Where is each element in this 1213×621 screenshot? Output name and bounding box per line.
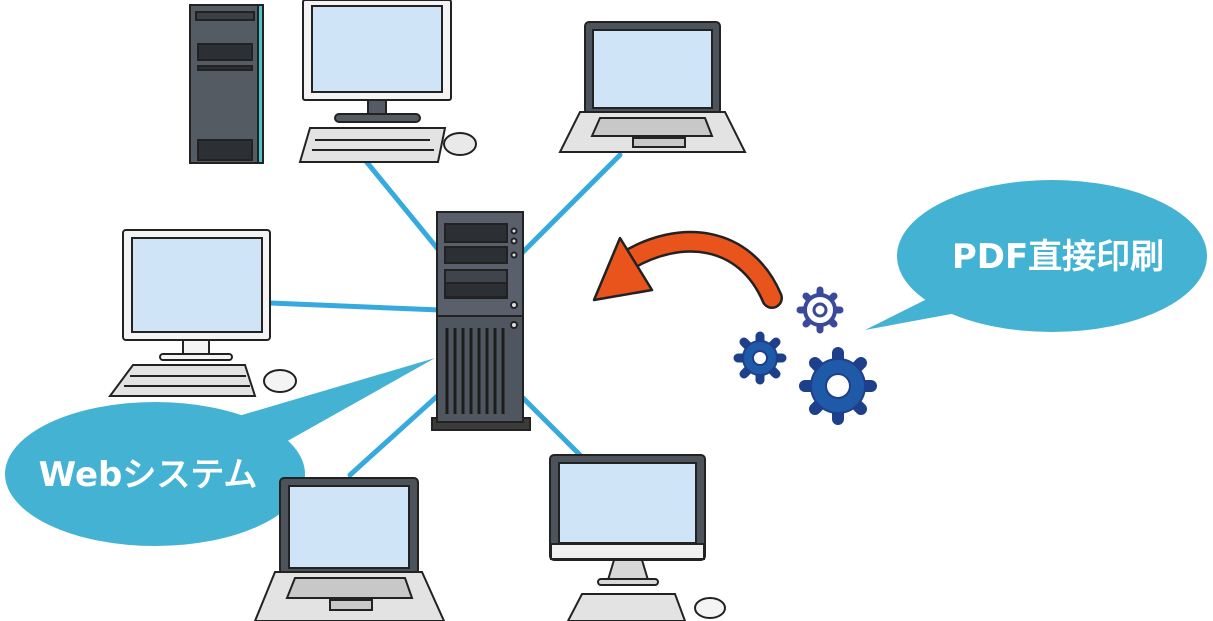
connector-left-monitor: [267, 300, 443, 313]
connector-top-right-laptop: [512, 152, 623, 263]
imac-icon: [549, 454, 726, 621]
curved-arrow-icon: [592, 230, 783, 309]
pdf-print-label: PDF直接印刷: [952, 237, 1164, 277]
bottom-laptop-icon: [253, 477, 446, 621]
pdf-print-bubble: PDF直接印刷: [865, 180, 1207, 332]
large-gear-icon: [799, 347, 877, 425]
left-monitor-icon: [108, 229, 297, 397]
connector-bottom-right-imac: [517, 392, 583, 458]
desktop-tower-icon: [189, 4, 264, 164]
web-system-label: Webシステム: [39, 455, 258, 495]
medium-gear-icon: [733, 331, 787, 385]
server-tower-icon: [431, 211, 531, 431]
web-system-bubble: Webシステム: [5, 358, 435, 546]
small-gear-icon: [796, 286, 844, 334]
laptop-icon: [558, 21, 747, 153]
monitor-icon: [298, 0, 477, 163]
